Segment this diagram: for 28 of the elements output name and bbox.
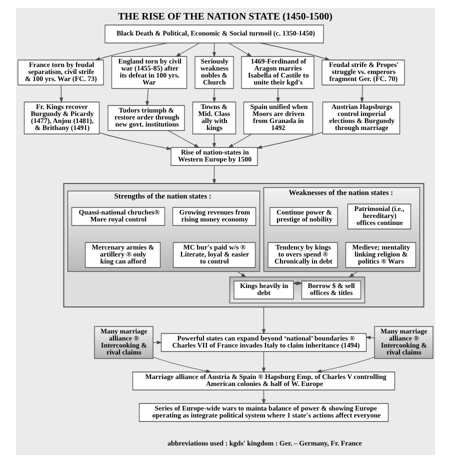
arrow <box>152 356 211 373</box>
cluster <box>62 183 424 308</box>
arrow <box>236 271 246 278</box>
arrow <box>167 130 200 148</box>
arrow <box>212 134 216 148</box>
arrow <box>261 306 266 334</box>
arrow <box>360 84 364 103</box>
arrow <box>261 351 266 373</box>
arrow <box>94 42 168 61</box>
arrow <box>152 340 162 344</box>
arrow <box>212 42 216 58</box>
arrow <box>212 165 216 184</box>
diagram-title: THE RISE OF THE NATION STATE (1450-1500) <box>118 12 332 22</box>
arrow <box>276 88 280 103</box>
arrow <box>98 132 172 150</box>
arrow <box>261 390 266 404</box>
arrow <box>145 88 149 106</box>
arrow <box>228 42 252 57</box>
arrow <box>259 42 330 60</box>
cluster <box>228 276 365 304</box>
arrow <box>316 356 374 373</box>
arrow <box>58 84 63 103</box>
arrow <box>174 42 200 57</box>
arrow <box>212 88 216 103</box>
arrow <box>227 134 252 148</box>
arrow <box>348 271 358 278</box>
arrow <box>364 336 374 340</box>
arrow <box>256 132 322 149</box>
